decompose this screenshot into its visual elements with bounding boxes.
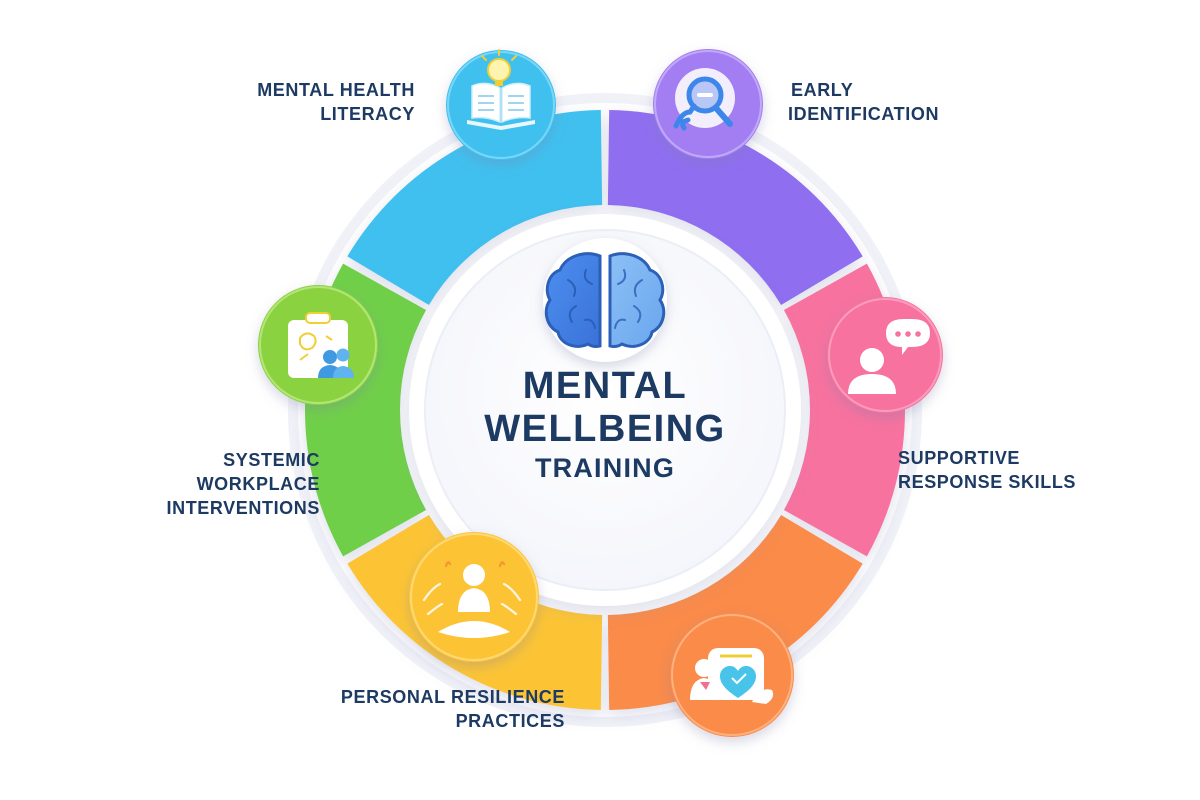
meditation-person-icon <box>409 532 539 662</box>
hands-heart-clipboard-icon <box>670 613 794 737</box>
label-line: PERSONAL RESILIENCE <box>340 687 565 707</box>
label-supportive-response-skills: SUPPORTIVE RESPONSE SKILLS <box>898 446 1138 494</box>
label-line: PRACTICES <box>455 711 565 731</box>
label-line: EARLY <box>791 80 854 100</box>
clipboard-team-icon <box>258 285 378 405</box>
label-mental-health-literacy: MENTAL HEALTH LITERACY <box>230 78 415 126</box>
center-title-line3: TRAINING <box>534 453 676 483</box>
label-line: INTERVENTIONS <box>166 498 320 518</box>
person-speech-bubble-icon <box>827 297 943 413</box>
label-line: MENTAL HEALTH <box>257 80 415 100</box>
center-disc <box>424 229 786 591</box>
label-systemic-workplace-interventions: SYSTEMIC WORKPLACE INTERVENTIONS <box>120 448 320 520</box>
magnifying-glass-icon <box>653 49 763 159</box>
label-line: WORKPLACE <box>196 474 320 494</box>
label-line: LITERACY <box>320 104 415 124</box>
label-personal-resilience-practices: PERSONAL RESILIENCE PRACTICES <box>300 685 565 733</box>
label-line: SYSTEMIC <box>223 450 320 470</box>
ring-segment-early-identification <box>607 110 863 306</box>
center-title-line2: WELLBEING <box>484 408 726 450</box>
center-title: MENTAL WELLBEING TRAINING <box>455 365 755 485</box>
label-line: RESPONSE SKILLS <box>898 472 1077 492</box>
label-line: IDENTIFICATION <box>788 104 940 124</box>
center-title-line1: MENTAL <box>522 365 688 407</box>
book-lightbulb-icon <box>446 49 556 160</box>
brain-icon <box>543 238 667 362</box>
label-early-identification: EARLY IDENTIFICATION <box>788 78 1008 126</box>
label-line: SUPPORTIVE <box>898 448 1021 468</box>
ring-segment-mental-health-literacy <box>347 110 603 306</box>
outer-track <box>288 93 922 727</box>
